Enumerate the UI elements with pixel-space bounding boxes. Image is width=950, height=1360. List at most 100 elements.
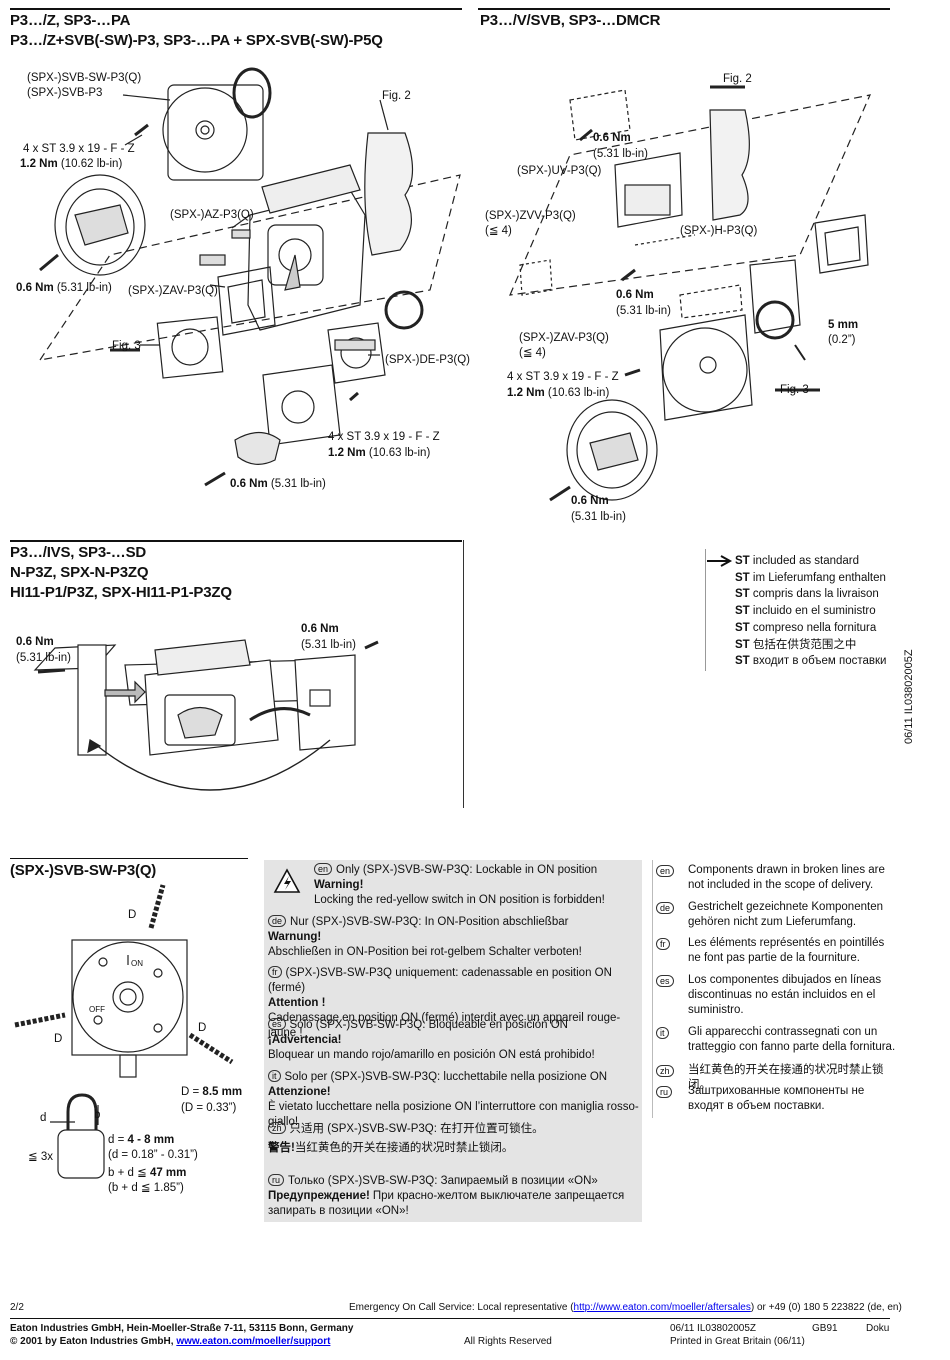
warning-scope: Только (SPX-)SVB-SW-P3Q: Запираемый в по… [288,1175,598,1187]
warning-scope: Solo per (SPX-)SVB-SW-P3Q: lucchettabile… [284,1071,608,1083]
emergency-prefix: Emergency On Call Service: Local represe… [349,1302,574,1313]
torque-value: 0.6 Nm [16,282,54,294]
label-torque-f: 0.6 Nm [616,289,654,301]
st-legend-text: im Lieferumfang enthalten [752,571,886,584]
label-screw-b: 4 x ST 3.9 x 19 - F - Z [328,431,440,443]
language-badge: ru [268,1174,285,1186]
copyright-prefix: © 2001 by Eaton Industries GmbH, [10,1336,177,1347]
st-legend-text: compreso nella fornitura [752,621,877,634]
aftersales-link[interactable]: http://www.eaton.com/moeller/aftersales [573,1302,751,1313]
warning-text: При красно-желтом выключателе запрещаетс… [268,1190,625,1217]
warning-scope: Sólo (SPX-)SVB-SW-P3Q: Bloqueable en pos… [289,1019,568,1031]
bd-prefix: b + d ≦ [108,1167,150,1179]
label-gap-mm: 5 mm [828,319,859,331]
label-torque-d: 0.6 Nm (5.31 lb-in) [230,477,326,491]
label-torque-a: 1.2 Nm (10.62 lb-in) [20,157,122,171]
torque-lbin: (10.62 lb-in) [60,158,123,170]
torque-value: 1.2 Nm [328,447,366,459]
label-zvv: (SPX-)ZVV-P3(Q) [485,210,576,222]
company-address: Eaton Industries GmbH, Hein-Moeller-Stra… [10,1323,354,1334]
label-de: (SPX-)DE-P3(Q) [385,354,470,366]
torque-lbin: (5.31 lb-in) [270,478,326,490]
label-az: (SPX-)AZ-P3(Q) [170,209,254,221]
bd-value: 47 mm [149,1167,187,1179]
language-badge: es [656,975,674,987]
arrow-right-icon [707,555,733,567]
language-badge: it [268,1070,281,1082]
emergency-suffix: ) or +49 (0) 180 5 223822 (de, en) [750,1302,902,1313]
warning-text: Locking the red-yellow switch in ON posi… [314,894,605,906]
language-badge: de [656,902,675,914]
language-badge: fr [268,966,282,978]
label-d-right: D [198,1022,207,1034]
label-torque-f-lbin: (5.31 lb-in) [616,305,671,317]
warning-text: 当红黄色的开关在接通的状况时禁止锁闭。 [294,1142,514,1154]
warning-scope: Nur (SPX-)SVB-SW-P3Q: In ON-Position abs… [290,916,569,928]
warning-heading: Предупреждение! [268,1190,370,1202]
label-torque-j-lbin: (5.31 lb-in) [16,652,71,664]
st-key: ST [735,588,750,601]
label-d-size: D = 8.5 mm [181,1085,242,1099]
st-key: ST [735,571,750,584]
st-legend-box [705,549,890,671]
padlock-detail-drawing [14,884,234,1179]
label-d-range: d = 4 - 8 mm [108,1133,174,1147]
language-badge: en [314,863,333,875]
notes-divider [652,860,653,1118]
torque-value: 1.2 Nm [20,158,58,170]
warning-text: Cadenassage en position ON (fermé) inter… [268,1012,621,1039]
language-badge: en [656,865,675,877]
st-legend-text: входит в объем поставки [752,655,887,668]
st-legend-text: 包括在供货范围之中 [752,638,857,651]
support-link[interactable]: www.eaton.com/moeller/support [176,1336,331,1347]
page-number: 2/2 [10,1302,24,1313]
warning-text: Abschließen in ON-Position bei rot-gelbe… [268,946,582,958]
warning-heading: Warning! [314,879,364,891]
label-fig2-a: Fig. 2 [382,90,411,102]
section-1-title-1: P3…/Z, SP3-…PA [10,12,131,29]
note-text: Los componentes dibujados en líneas disc… [688,974,882,1016]
note-text: Заштрихованные компоненты не входят в об… [688,1085,865,1112]
emergency-line: Emergency On Call Service: Local represe… [349,1302,902,1314]
electrical-hazard-icon [273,868,301,893]
label-torque-i-lbin: (5.31 lb-in) [301,639,356,651]
torque-lbin: (10.63 lb-in) [547,387,610,399]
warning-heading: Warnung! [268,931,322,943]
label-torque-e: 0.6 Nm [593,132,631,144]
st-key: ST [735,605,750,618]
label-small-b: b [94,1109,101,1121]
footer-rule [10,1318,890,1319]
warning-paragraph-fr: fr(SPX-)SVB-SW-P3Q uniquement: cadenassa… [268,966,642,1041]
label-bd-in: (b + d ≦ 1.85”) [108,1182,184,1194]
vertical-doc-number: 06/11 IL03802005Z [900,635,916,745]
st-legend-item: ST im Lieferumfang enthalten [735,570,886,587]
st-legend-item: ST included as standard [735,553,859,570]
warning-line1: fr(SPX-)SVB-SW-P3Q uniquement: cadenassa… [268,966,642,996]
exploded-view-v-svb-drawing [509,85,872,502]
section-3-title-1: P3…/IVS, SP3-…SD [10,544,147,561]
label-torque-i: 0.6 Nm [301,623,339,635]
torque-value: 1.2 Nm [507,387,545,399]
section-4-rule [10,858,248,859]
label-on: ON [131,959,143,968]
label-small-d: d [40,1112,47,1124]
language-badge: de [268,915,287,927]
section-2-title-1: P3…/V/SVB, SP3-…DMCR [480,12,661,29]
label-screw-a: 4 x ST 3.9 x 19 - F - Z [23,143,135,155]
label-torque-h: 0.6 Nm [571,495,609,507]
warning-scope: Only (SPX-)SVB-SW-P3Q: Lockable in ON po… [336,864,598,876]
language-badge: zh [656,1065,674,1077]
st-legend-item: ST 包括在供货范围之中 [735,637,856,654]
st-key: ST [735,621,750,634]
section-1-title-2: P3…/Z+SVB(-SW)-P3, SP3-…PA + SPX-SVB(-SW… [10,32,383,49]
section-4-title: (SPX-)SVB-SW-P3(Q) [10,862,157,879]
language-badge: zh [268,1122,286,1134]
label-fig3-a: Fig. 3 [112,340,141,352]
label-uv: (SPX-)UV-P3(Q) [517,165,602,177]
warning-heading: ¡Advertencia! [268,1034,342,1046]
